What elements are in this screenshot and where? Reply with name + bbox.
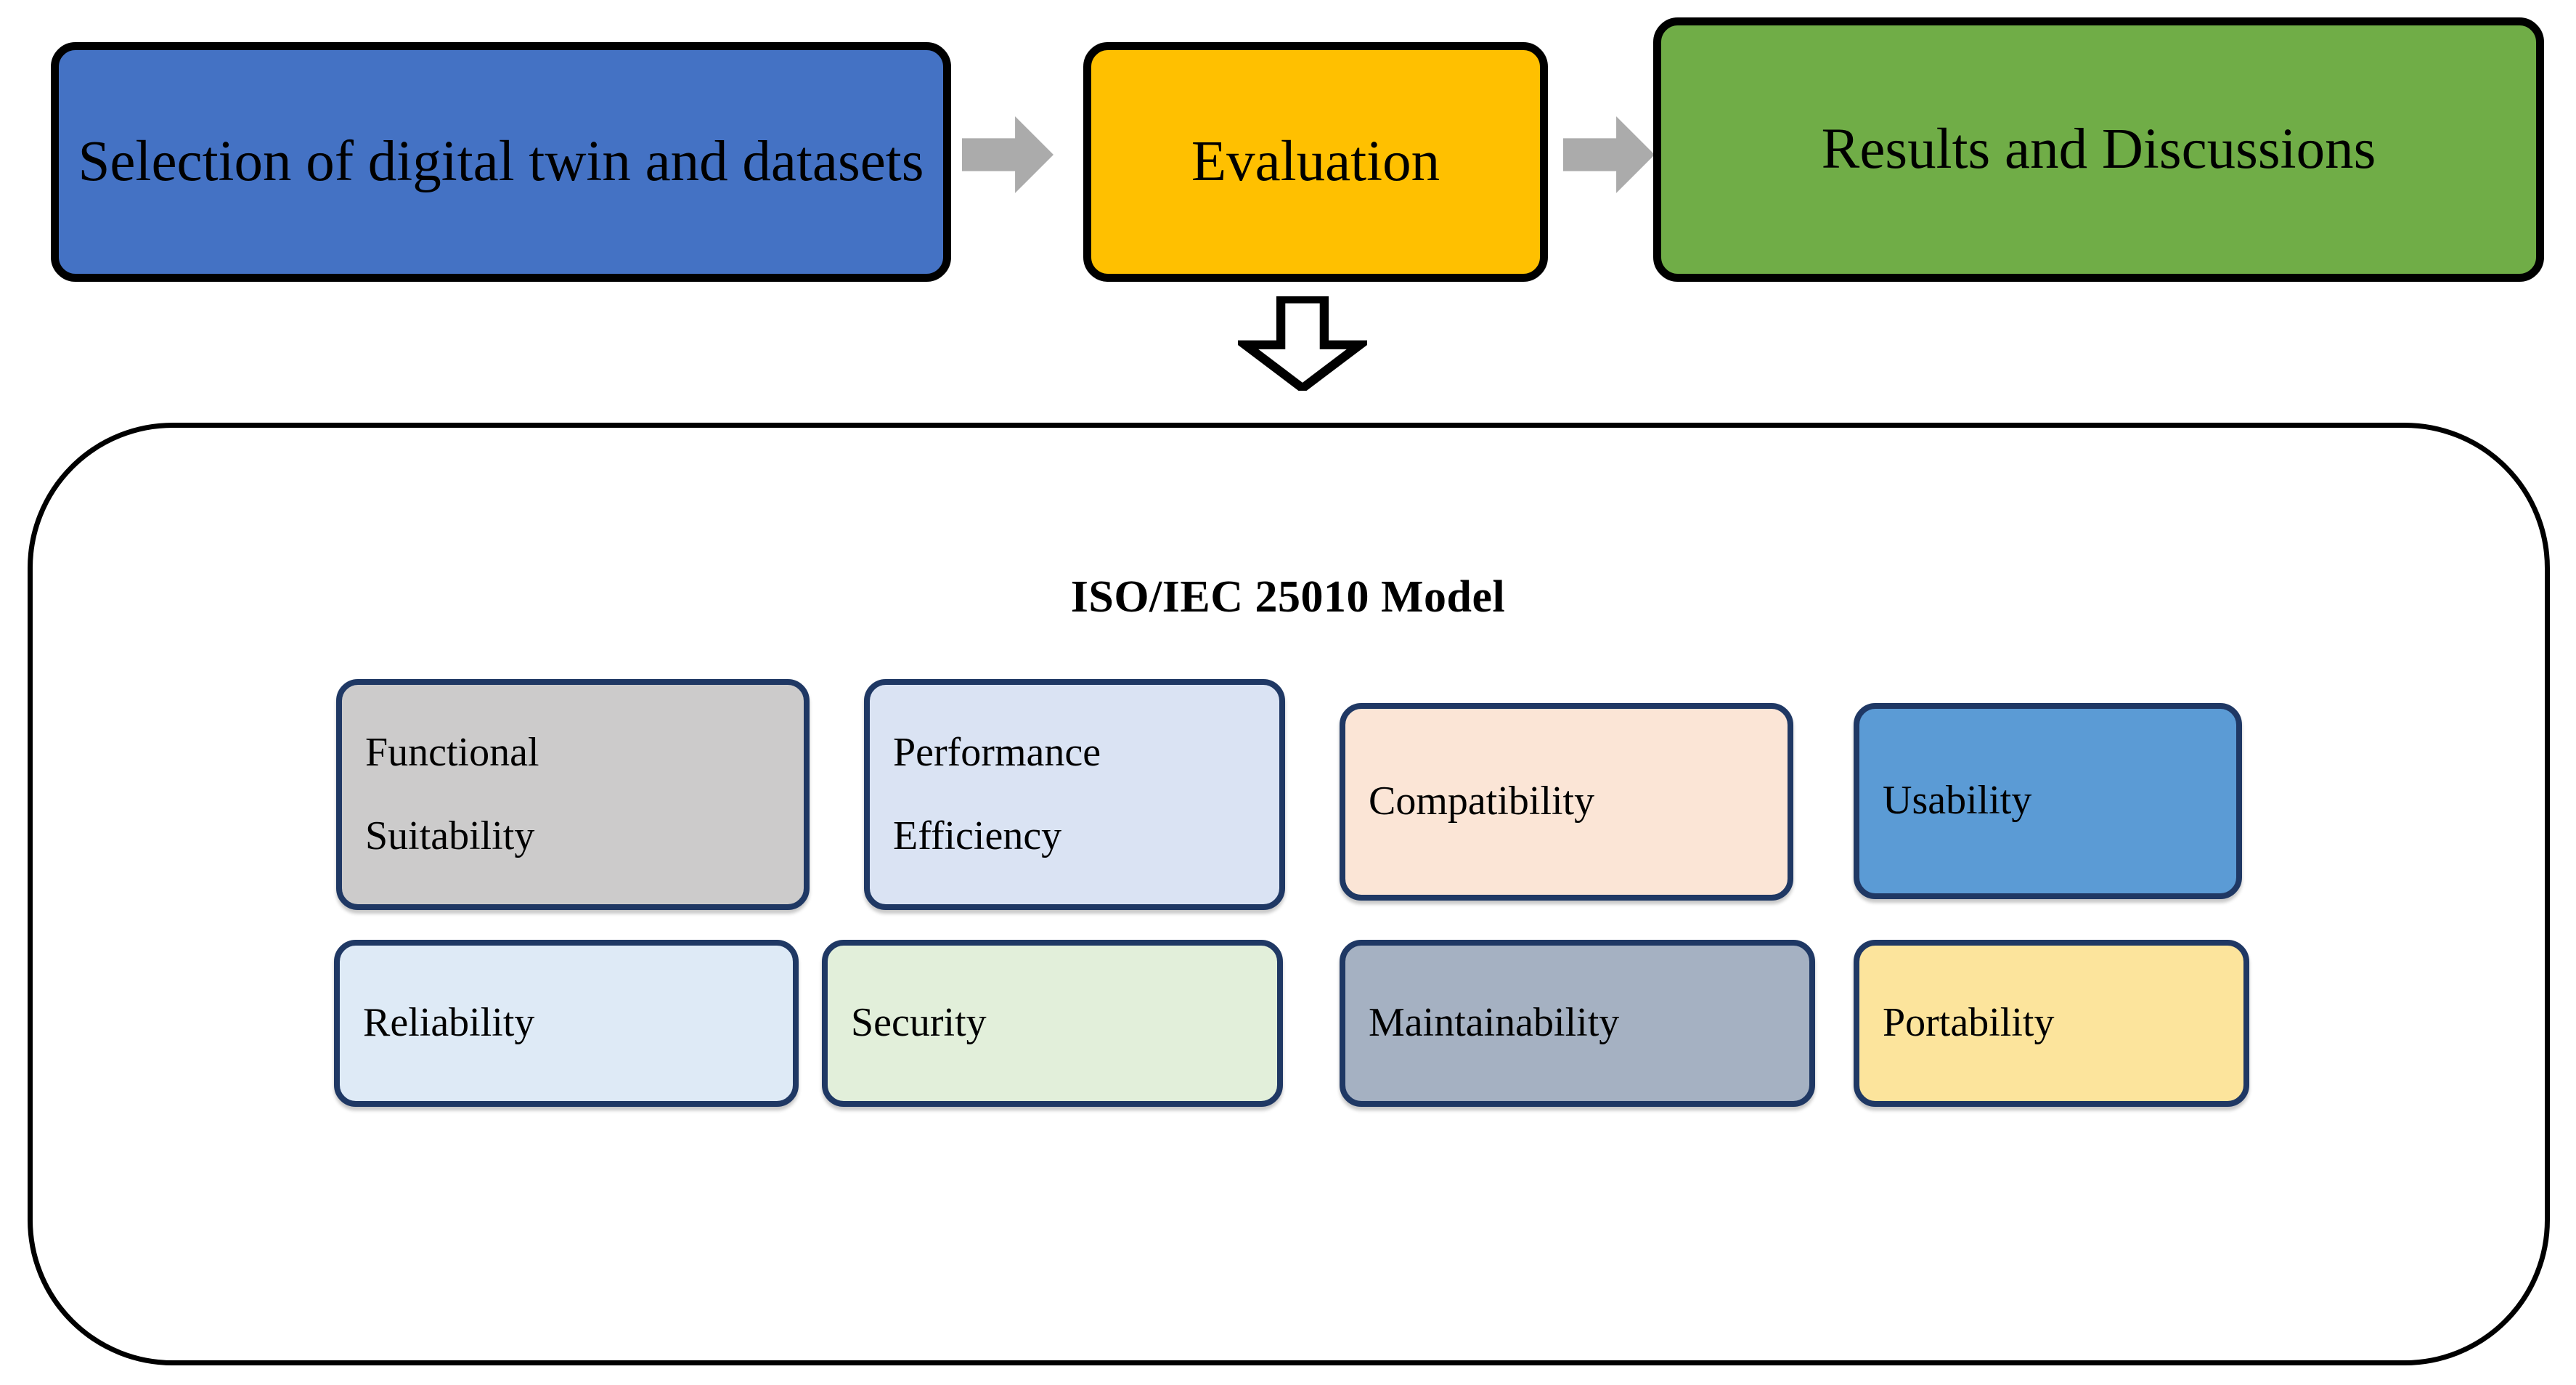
arrow-right-icon	[1562, 109, 1655, 200]
quality-card-maintainability[interactable]: Maintainability	[1340, 940, 1815, 1107]
quality-card-performance-efficiency-label: Performance Efficiency	[893, 730, 1101, 858]
iso-model-title: ISO/IEC 25010 Model	[1070, 572, 1506, 622]
pipeline-step-results[interactable]: Results and Discussions	[1653, 17, 2544, 282]
quality-card-functional-suitability-label: Functional Suitability	[365, 730, 539, 858]
pipeline-step-evaluation[interactable]: Evaluation	[1083, 42, 1548, 282]
quality-card-performance-efficiency[interactable]: Performance Efficiency	[864, 679, 1285, 910]
quality-card-reliability[interactable]: Reliability	[334, 940, 799, 1107]
quality-card-reliability-label: Reliability	[363, 1000, 535, 1046]
arrow-right-icon	[961, 109, 1054, 200]
quality-card-security[interactable]: Security	[822, 940, 1283, 1107]
pipeline-step-evaluation-label: Evaluation	[1191, 129, 1440, 193]
pipeline-step-results-label: Results and Discussions	[1821, 117, 2376, 181]
quality-card-security-label: Security	[851, 1000, 987, 1046]
pipeline-step-selection[interactable]: Selection of digital twin and datasets	[51, 42, 951, 282]
quality-card-functional-suitability[interactable]: Functional Suitability	[336, 679, 810, 910]
quality-card-compatibility-label: Compatibility	[1369, 779, 1595, 824]
quality-card-maintainability-label: Maintainability	[1369, 1000, 1620, 1046]
quality-card-usability[interactable]: Usability	[1854, 703, 2242, 899]
quality-card-portability[interactable]: Portability	[1854, 940, 2249, 1107]
arrow-down-icon	[1231, 294, 1374, 394]
pipeline-step-selection-label: Selection of digital twin and datasets	[78, 129, 924, 193]
quality-card-usability-label: Usability	[1883, 778, 2032, 824]
quality-card-portability-label: Portability	[1883, 1000, 2055, 1046]
quality-card-compatibility[interactable]: Compatibility	[1340, 703, 1793, 901]
